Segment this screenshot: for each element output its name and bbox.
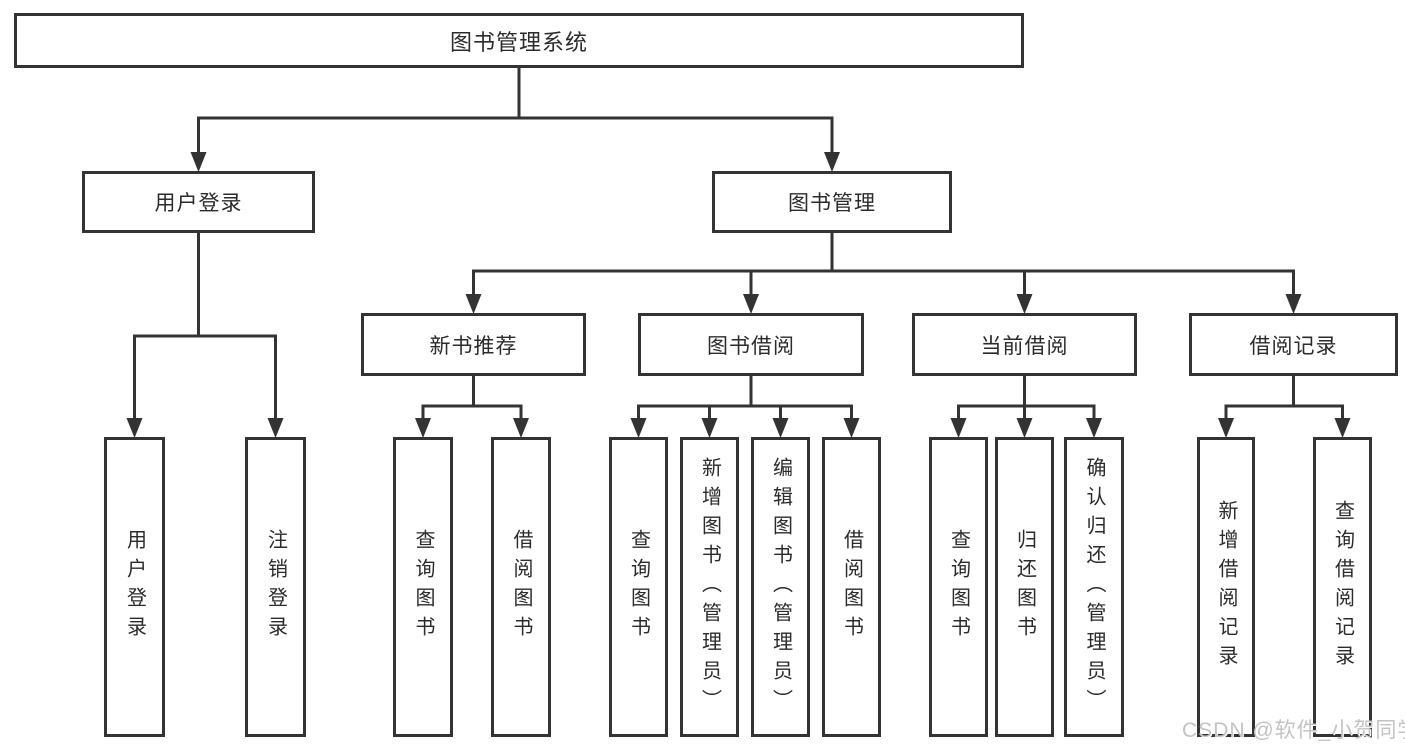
arrowhead-leaf-confirm-return [1086,418,1102,438]
node-label-leaf-query-book-1: 查询图书 [412,529,434,645]
node-user-login: 用户登录 [82,171,315,233]
node-leaf-query-book-3: 查询图书 [929,437,988,737]
node-label-root: 图书管理系统 [449,29,588,55]
node-label-leaf-query-book-3: 查询图书 [947,529,970,645]
node-label-current-borrow: 当前借阅 [980,334,1069,358]
node-label-leaf-edit-book: 编辑图书（管理员） [769,456,792,718]
arrowhead-leaf-borrow-book-2 [843,418,860,438]
node-leaf-query-book-1: 查询图书 [393,437,453,737]
arrowhead-user-login [190,152,207,172]
node-label-user-login: 用户登录 [154,192,243,215]
watermark: CSDN @软件_小贺同学 [1182,719,1405,742]
node-label-leaf-query-record: 查询借阅记录 [1331,500,1354,674]
node-label-book-mgmt: 图书管理 [788,192,876,215]
node-new-book-rec: 新书推荐 [361,313,586,376]
node-leaf-logout: 注销登录 [245,437,306,737]
node-leaf-confirm-return: 确认归还（管理员） [1064,437,1124,737]
node-leaf-add-record: 新增借阅记录 [1197,437,1255,737]
node-label-leaf-return-book: 归还图书 [1013,529,1036,645]
arrowhead-leaf-return-book [1016,418,1033,438]
node-label-borrow-records: 借阅记录 [1249,334,1338,358]
node-leaf-add-book: 新增图书（管理员） [680,437,739,737]
node-leaf-user-login: 用户登录 [104,437,165,737]
node-label-leaf-borrow-book-1: 借阅图书 [510,529,532,645]
arrowhead-book-mgmt [824,152,840,172]
node-book-mgmt: 图书管理 [712,171,952,233]
node-leaf-query-record: 查询借阅记录 [1313,437,1372,737]
node-label-new-book-rec: 新书推荐 [429,334,518,358]
arrowhead-leaf-add-record [1218,418,1234,438]
arrowhead-leaf-query-book-2 [630,418,647,438]
arrowhead-leaf-query-book-3 [950,418,967,438]
node-current-borrow: 当前借阅 [912,313,1137,376]
node-leaf-return-book: 归还图书 [995,437,1054,737]
connector-root [197,66,834,160]
arrowhead-borrow-records [1285,294,1302,314]
connector-book-mgmt [472,231,1295,302]
connector-borrow-records [1224,374,1344,426]
node-borrow-records: 借阅记录 [1189,313,1398,376]
node-label-leaf-query-book-2: 查询图书 [627,529,650,645]
node-label-book-borrow: 图书借阅 [707,334,795,358]
connector-new-book-rec [421,374,523,426]
arrowhead-book-borrow [743,294,759,314]
arrowhead-leaf-logout [267,418,284,438]
node-label-leaf-add-book: 新增图书（管理员） [698,456,721,718]
node-label-leaf-logout: 注销登录 [264,529,287,645]
arrowhead-leaf-borrow-book-1 [513,418,529,438]
connector-book-borrow [637,374,853,426]
connector-user-login [133,231,277,426]
node-root: 图书管理系统 [14,13,1024,68]
node-label-leaf-borrow-book-2: 借阅图书 [840,529,863,645]
node-book-borrow: 图书借阅 [638,313,864,376]
node-label-leaf-confirm-return: 确认归还（管理员） [1083,456,1105,718]
arrowhead-leaf-edit-book [772,418,789,438]
arrowhead-new-book-rec [465,294,482,314]
node-label-leaf-user-login: 用户登录 [123,529,146,645]
arrowhead-current-borrow [1016,294,1033,314]
arrowhead-leaf-user-login [126,418,143,438]
node-leaf-edit-book: 编辑图书（管理员） [751,437,810,737]
connector-current-borrow [957,374,1096,426]
arrowhead-leaf-add-book [701,418,718,438]
arrowhead-leaf-query-record [1334,418,1351,438]
arrowhead-leaf-query-book-1 [415,418,431,438]
node-label-leaf-add-record: 新增借阅记录 [1215,500,1237,674]
node-leaf-borrow-book-1: 借阅图书 [491,437,551,737]
node-leaf-borrow-book-2: 借阅图书 [822,437,881,737]
node-leaf-query-book-2: 查询图书 [609,437,668,737]
